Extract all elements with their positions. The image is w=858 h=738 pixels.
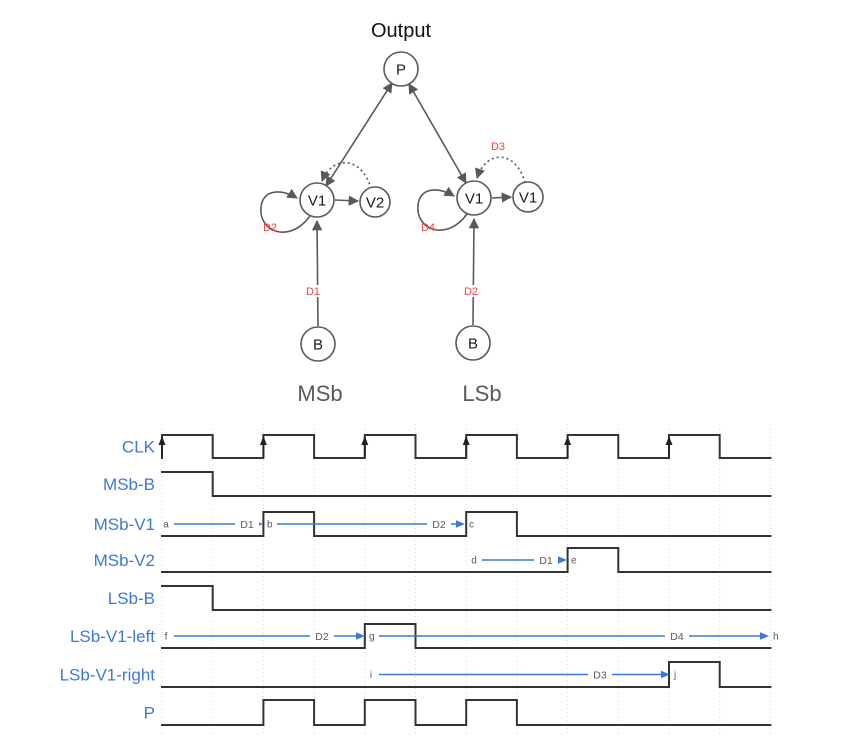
edge-msb-v2-feedback (320, 162, 372, 190)
annotation-letter-f: f (165, 632, 168, 643)
annotation-label-bg (235, 518, 259, 530)
group-label-msb: MSb (297, 381, 342, 406)
waveform-MSb-B (161, 471, 772, 497)
node-msb-v2 (359, 186, 391, 218)
annotation-letter-b: b (267, 520, 273, 531)
annotation-label-bg (427, 518, 451, 530)
edge-msb-b-to-v1 (311, 219, 323, 327)
graph-delay-label-3: D2 (464, 286, 478, 298)
annotation-arrowhead-D2 (356, 632, 365, 640)
node-msb-b (300, 326, 336, 362)
group-label-lsb: LSb (462, 381, 501, 406)
edge-lsb-v1-to-v1 (491, 192, 513, 203)
delay-label-bg (461, 285, 481, 297)
signal-label-MSb-B: MSb-B (103, 475, 155, 494)
annotation-label-bg (588, 668, 612, 681)
clock-edge-arrow-head (259, 436, 267, 445)
signal-label-P: P (144, 704, 155, 723)
edge-msb-v1-self-loop (260, 188, 311, 233)
signal-label-LSb-B: LSb-B (108, 589, 155, 608)
annotation-delay-label-5: D3 (593, 669, 607, 681)
signal-label-LSb-V1-left: LSb-V1-left (70, 627, 155, 646)
node-label-msb-b: B (313, 336, 323, 353)
clock-edge-arrow-head (665, 436, 673, 445)
node-lsb-v1-right (512, 181, 544, 213)
node-label-p: P (396, 61, 406, 78)
annotation-label-bg (665, 630, 689, 642)
waveform-LSb-B (161, 585, 772, 611)
annotation-letter-e: e (571, 556, 577, 567)
edge-lsb-v1-feedback (475, 156, 526, 184)
node-label-msb-v1: V1 (308, 192, 326, 209)
node-lsb-b (455, 325, 491, 361)
clock-edge-arrow-head (462, 436, 470, 445)
waveform-CLK (161, 434, 772, 459)
node-label-msb-v2: V2 (366, 194, 384, 211)
waveform-MSb-V1 (161, 511, 772, 537)
clock-edge-arrow-head (564, 436, 572, 445)
annotation-arrowhead-D4 (760, 632, 769, 640)
waveform-LSb-V1-left (161, 623, 772, 649)
delay-label-bg (303, 285, 323, 297)
annotation-delay-label-4: D4 (670, 631, 684, 643)
annotation-delay-label-2: D1 (539, 555, 553, 567)
signal-label-CLK: CLK (122, 438, 156, 457)
edge-lsb-v1-self-loop (417, 186, 468, 231)
graph-delay-label-0: D2 (263, 222, 277, 234)
signal-label-LSb-V1-right: LSb-V1-right (60, 666, 156, 685)
node-label-lsb-b: B (468, 335, 478, 352)
annotation-delay-label-3: D2 (315, 631, 329, 643)
annotation-label-bg (310, 630, 334, 642)
clock-edge-arrow-head (158, 436, 166, 445)
annotation-label-bg (534, 554, 558, 566)
annotation-letter-d: d (471, 556, 477, 567)
node-label-lsb-v1-right: V1 (519, 189, 537, 206)
annotation-letter-a: a (163, 520, 169, 531)
annotation-arrowhead-D3 (661, 670, 670, 679)
node-msb-v1 (299, 182, 335, 218)
graph-delay-label-2: D4 (421, 222, 435, 234)
output-label: Output (371, 20, 431, 42)
waveform-P (161, 699, 772, 726)
annotation-letter-c: c (469, 520, 474, 531)
annotation-delay-label-0: D1 (240, 519, 254, 531)
annotation-letter-h: h (773, 632, 779, 643)
graph-delay-label-4: D3 (491, 141, 505, 153)
waveform-LSb-V1-right (161, 661, 772, 688)
annotation-arrowhead-D2 (456, 520, 465, 528)
annotation-letter-g: g (369, 632, 375, 643)
node-label-lsb-v1-left: V1 (465, 190, 483, 207)
graph-delay-label-1: D1 (306, 286, 320, 298)
clock-edge-arrow-head (361, 436, 369, 445)
annotation-delay-label-1: D2 (432, 519, 446, 531)
signal-label-MSb-V2: MSb-V2 (94, 551, 155, 570)
annotation-letter-i: i (370, 670, 372, 681)
annotation-letter-j: j (673, 670, 676, 681)
waveform-MSb-V2 (161, 547, 772, 573)
edge-lsb-b-to-v1 (468, 217, 480, 326)
signal-label-MSb-V1: MSb-V1 (94, 515, 155, 534)
edge-lsb-v1-to-p (408, 83, 467, 184)
edge-msb-v1-to-p (325, 82, 393, 187)
edge-msb-v1-to-v2 (334, 195, 360, 206)
node-p (383, 51, 419, 87)
annotation-arrowhead-D1 (558, 556, 567, 564)
node-lsb-v1-left (456, 180, 492, 216)
